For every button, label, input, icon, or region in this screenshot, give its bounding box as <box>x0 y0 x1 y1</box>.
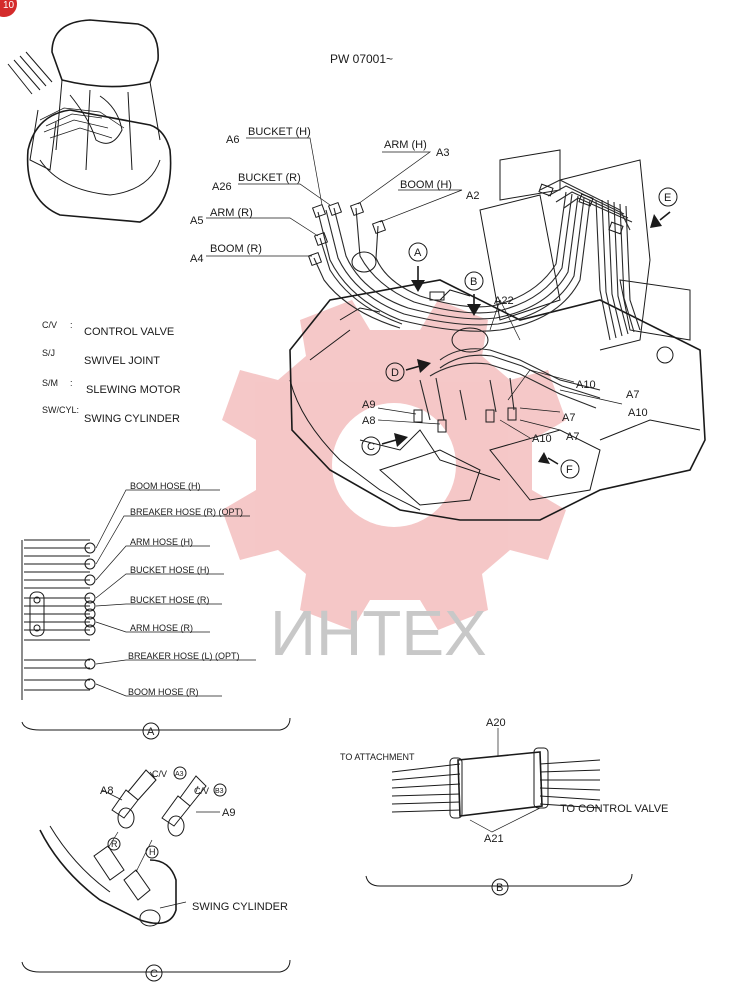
legend-abbr: S/M <box>42 378 58 388</box>
hose-name-arm-r: ARM (R) <box>210 207 253 219</box>
hose-tag-a7: A7 <box>626 389 639 401</box>
hose-tag-a7: A7 <box>562 412 575 424</box>
legend-text: SLEWING MOTOR <box>86 384 181 396</box>
hose-tag-a26: A26 <box>212 181 232 193</box>
view-callout-d: D <box>385 359 431 382</box>
detail-c-port-b3: B3 <box>215 788 224 795</box>
hose-tag-a7: A7 <box>566 431 579 443</box>
detail-c-label: C <box>150 968 158 980</box>
legend-abbr: SW/CYL: <box>42 405 79 415</box>
detail-c-a8: A8 <box>100 785 113 797</box>
legend-sep: : <box>70 378 73 388</box>
hose-name-boom-h: BOOM (H) <box>400 179 452 191</box>
hose-tag-a10: A10 <box>576 379 596 391</box>
legend-abbr: S/J <box>42 348 55 358</box>
hose-name-bucket-r: BUCKET (R) <box>238 172 301 184</box>
detail-a-row: ARM HOSE (H) <box>130 537 193 547</box>
view-callout-f: F <box>538 452 580 479</box>
detail-a-row: ARM HOSE (R) <box>130 623 193 633</box>
detail-c-a9: A9 <box>222 807 235 819</box>
hose-tag-a22: A22 <box>494 295 514 307</box>
detail-a-hose-layout: BOOM HOSE (H) BREAKER HOSE (R) (OPT) ARM… <box>21 481 291 740</box>
serial-number: PW 07001~ <box>330 52 393 66</box>
detail-a-row: BOOM HOSE (H) <box>130 481 201 491</box>
hose-tag-a9: A9 <box>362 399 375 411</box>
legend-text: CONTROL VALVE <box>84 326 174 338</box>
hose-name-arm-h: ARM (H) <box>384 139 427 151</box>
abbreviation-legend: C/V : CONTROL VALVE S/J SWIVEL JOINT S/M… <box>42 320 181 425</box>
hose-tag-a4: A4 <box>190 253 203 265</box>
svg-text:A: A <box>414 247 422 259</box>
hose-name-boom-r: BOOM (R) <box>210 243 262 255</box>
hose-bundle <box>307 179 641 433</box>
detail-c-r-mark: R <box>111 839 118 849</box>
detail-c-port-a3: A3 <box>175 771 184 778</box>
cab-thumbnail <box>7 19 172 223</box>
view-callout-a: A <box>408 242 428 292</box>
detail-c-cv-b3: C/V <box>194 786 209 796</box>
detail-a-row: BREAKER HOSE (R) (OPT) <box>130 507 243 517</box>
detail-a-row: BOOM HOSE (R) <box>128 687 199 697</box>
hose-tag-a8: A8 <box>362 415 375 427</box>
view-callout-c: C <box>361 433 408 456</box>
detail-c-h-mark: H <box>149 847 156 857</box>
watermark-text: ИНТЕХ <box>270 597 487 669</box>
legend-sep: : <box>70 320 73 330</box>
legend-text: SWIVEL JOINT <box>84 355 160 367</box>
upper-frame-assembly <box>289 149 706 521</box>
svg-text:F: F <box>566 464 573 476</box>
detail-b-protector-sleeve: A20 A21 TO ATTACHMENT TO CONTROL VALVE B <box>340 717 668 896</box>
svg-text:10: 10 <box>3 0 15 11</box>
hose-tag-a3: A3 <box>436 147 449 159</box>
hose-labels: A6 BUCKET (H) A26 BUCKET (R) A5 ARM (R) … <box>190 126 648 445</box>
detail-c-cv-a3: C/V <box>152 769 167 779</box>
detail-a-row: BUCKET HOSE (R) <box>130 595 209 605</box>
svg-text:D: D <box>391 367 399 379</box>
hose-tag-a6: A6 <box>226 134 239 146</box>
detail-a-row: BREAKER HOSE (L) (OPT) <box>128 651 240 661</box>
detail-b-to-attachment: TO ATTACHMENT <box>340 752 415 762</box>
view-callout-e: E <box>650 187 678 228</box>
leader-lines <box>206 137 623 439</box>
detail-c-swing-cylinder-hoses: R H A8 A9 C/V A3 C/V B3 SWING CYLINDER C <box>21 766 291 982</box>
hose-tag-a10: A10 <box>628 407 648 419</box>
svg-text:E: E <box>664 192 671 204</box>
detail-b-a21: A21 <box>484 833 504 845</box>
hose-tag-a10: A10 <box>532 433 552 445</box>
detail-b-label: B <box>496 882 503 894</box>
detail-b-to-control-valve: TO CONTROL VALVE <box>560 803 668 815</box>
legend-abbr: C/V <box>42 320 57 330</box>
svg-text:C: C <box>367 441 375 453</box>
hose-name-bucket-h: BUCKET (H) <box>248 126 311 138</box>
view-callout-b: B <box>464 271 484 316</box>
detail-a-label: A <box>147 726 155 738</box>
page-corner-badge: 10 <box>0 0 17 17</box>
detail-a-row: BUCKET HOSE (H) <box>130 565 209 575</box>
hose-tag-a2: A2 <box>466 190 479 202</box>
legend-text: SWING CYLINDER <box>84 413 180 425</box>
svg-text:B: B <box>470 276 477 288</box>
detail-b-a20: A20 <box>486 717 506 729</box>
hose-tag-a5: A5 <box>190 215 203 227</box>
detail-c-swing-cylinder: SWING CYLINDER <box>192 901 288 913</box>
